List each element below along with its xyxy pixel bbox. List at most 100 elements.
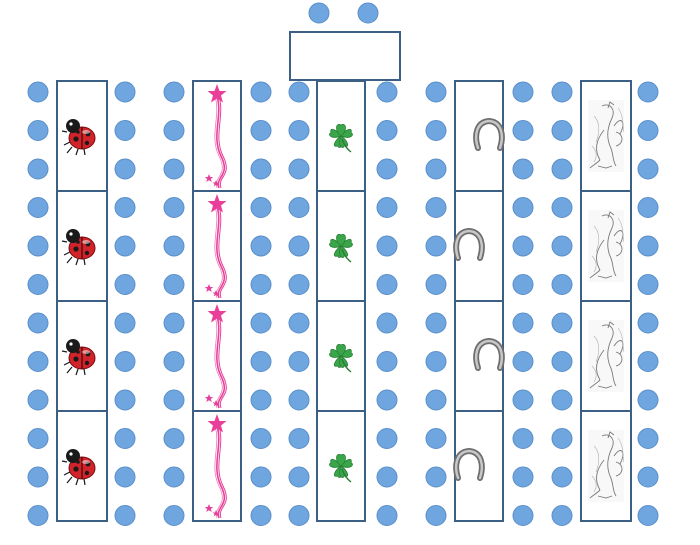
left-dot[interactable] (288, 312, 310, 334)
right-dot[interactable] (376, 81, 398, 103)
left-dot[interactable] (551, 351, 573, 372)
right-dot[interactable] (250, 389, 272, 411)
left-dot[interactable] (27, 312, 49, 334)
right-dot[interactable] (114, 505, 136, 526)
right-dot[interactable] (250, 312, 272, 334)
right-dot[interactable] (250, 505, 272, 526)
left-dot[interactable] (288, 81, 310, 103)
left-dot[interactable] (288, 158, 310, 180)
right-dot[interactable] (637, 466, 659, 488)
left-dot[interactable] (163, 120, 185, 141)
right-dot[interactable] (250, 428, 272, 449)
top-dot[interactable] (357, 2, 379, 24)
right-dot[interactable] (114, 428, 136, 449)
left-dot[interactable] (425, 312, 447, 334)
left-dot[interactable] (27, 505, 49, 526)
left-dot[interactable] (163, 466, 185, 488)
left-dot[interactable] (163, 505, 185, 526)
top-dot[interactable] (308, 2, 330, 24)
right-dot[interactable] (512, 81, 534, 103)
left-dot[interactable] (551, 120, 573, 141)
right-dot[interactable] (512, 158, 534, 180)
left-dot[interactable] (288, 235, 310, 257)
left-dot[interactable] (425, 197, 447, 218)
left-dot[interactable] (288, 351, 310, 372)
left-dot[interactable] (551, 235, 573, 257)
right-dot[interactable] (637, 505, 659, 526)
left-dot[interactable] (163, 274, 185, 295)
left-dot[interactable] (425, 274, 447, 295)
right-dot[interactable] (114, 235, 136, 257)
right-dot[interactable] (512, 466, 534, 488)
right-dot[interactable] (637, 428, 659, 449)
right-dot[interactable] (250, 235, 272, 257)
left-dot[interactable] (163, 428, 185, 449)
right-dot[interactable] (512, 274, 534, 295)
right-dot[interactable] (376, 197, 398, 218)
left-dot[interactable] (425, 235, 447, 257)
right-dot[interactable] (376, 274, 398, 295)
left-dot[interactable] (288, 120, 310, 141)
right-dot[interactable] (376, 389, 398, 411)
right-dot[interactable] (512, 389, 534, 411)
right-dot[interactable] (250, 120, 272, 141)
left-dot[interactable] (425, 505, 447, 526)
right-dot[interactable] (376, 351, 398, 372)
left-dot[interactable] (551, 428, 573, 449)
left-dot[interactable] (163, 197, 185, 218)
left-dot[interactable] (288, 466, 310, 488)
left-dot[interactable] (425, 389, 447, 411)
right-dot[interactable] (114, 274, 136, 295)
left-dot[interactable] (551, 389, 573, 411)
left-dot[interactable] (163, 81, 185, 103)
left-dot[interactable] (27, 81, 49, 103)
left-dot[interactable] (288, 274, 310, 295)
right-dot[interactable] (512, 235, 534, 257)
right-dot[interactable] (376, 235, 398, 257)
right-dot[interactable] (637, 312, 659, 334)
left-dot[interactable] (551, 158, 573, 180)
right-dot[interactable] (114, 466, 136, 488)
right-dot[interactable] (376, 505, 398, 526)
left-dot[interactable] (163, 235, 185, 257)
left-dot[interactable] (27, 197, 49, 218)
right-dot[interactable] (250, 466, 272, 488)
left-dot[interactable] (288, 428, 310, 449)
right-dot[interactable] (637, 158, 659, 180)
right-dot[interactable] (376, 158, 398, 180)
left-dot[interactable] (27, 158, 49, 180)
right-dot[interactable] (114, 351, 136, 372)
right-dot[interactable] (376, 312, 398, 334)
right-dot[interactable] (114, 81, 136, 103)
right-dot[interactable] (512, 351, 534, 372)
left-dot[interactable] (425, 466, 447, 488)
left-dot[interactable] (163, 389, 185, 411)
right-dot[interactable] (114, 312, 136, 334)
right-dot[interactable] (114, 120, 136, 141)
right-dot[interactable] (512, 120, 534, 141)
left-dot[interactable] (163, 351, 185, 372)
left-dot[interactable] (551, 197, 573, 218)
right-dot[interactable] (637, 197, 659, 218)
left-dot[interactable] (288, 505, 310, 526)
left-dot[interactable] (27, 235, 49, 257)
right-dot[interactable] (250, 274, 272, 295)
left-dot[interactable] (163, 312, 185, 334)
left-dot[interactable] (551, 505, 573, 526)
left-dot[interactable] (551, 466, 573, 488)
cell[interactable] (454, 190, 504, 302)
right-dot[interactable] (637, 235, 659, 257)
left-dot[interactable] (425, 81, 447, 103)
left-dot[interactable] (551, 312, 573, 334)
left-dot[interactable] (425, 351, 447, 372)
right-dot[interactable] (512, 197, 534, 218)
right-dot[interactable] (637, 274, 659, 295)
right-dot[interactable] (512, 505, 534, 526)
left-dot[interactable] (425, 428, 447, 449)
left-dot[interactable] (288, 197, 310, 218)
right-dot[interactable] (376, 120, 398, 141)
right-dot[interactable] (637, 120, 659, 141)
left-dot[interactable] (27, 389, 49, 411)
left-dot[interactable] (425, 158, 447, 180)
right-dot[interactable] (512, 312, 534, 334)
